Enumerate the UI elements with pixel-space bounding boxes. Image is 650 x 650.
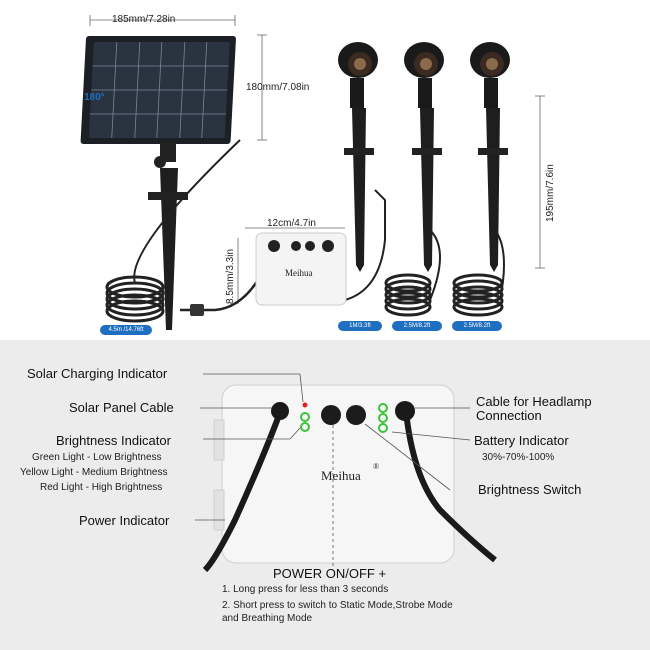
solar-cable-jack <box>271 402 289 420</box>
headlamp-cable-jack <box>395 401 415 421</box>
cable-tag-2-5m-b: 2.5M/8.2ft <box>452 321 502 331</box>
spotlight-2 <box>404 42 444 272</box>
label-brightness-switch: Brightness Switch <box>478 482 582 497</box>
label-battery-levels: 30%-70%-100% <box>482 452 555 463</box>
panel-width-label: 185mm/7.28in <box>112 14 176 25</box>
label-battery-indicator: Battery Indicator <box>474 433 569 448</box>
box-height-label: 8.5mm/3.3in <box>225 248 236 304</box>
label-red-light: Red Light - High Brightness <box>40 482 163 493</box>
cable-tag-1m: 1M/3.3ft <box>338 321 382 331</box>
solar-cable <box>202 416 281 573</box>
brand-logo-large: Meihua <box>321 468 361 483</box>
solar-charging-led <box>302 402 308 408</box>
label-solar-panel-cable: Solar Panel Cable <box>69 400 174 415</box>
label-power-line3: and Breathing Mode <box>222 613 313 624</box>
brand-logo-small: Meihua <box>285 268 313 278</box>
light-height-label: 195mm/7.6in <box>545 164 556 222</box>
label-yellow-light: Yellow Light - Medium Brightness <box>20 467 168 478</box>
panel-height-label: 180mm/7.08in <box>246 82 310 93</box>
control-box-body <box>221 384 455 564</box>
label-headlamp-connection: Connection <box>476 408 542 423</box>
label-headlamp-cable: Cable for Headlamp <box>476 394 592 409</box>
label-green-light: Green Light - Low Brightness <box>32 452 162 463</box>
headlamp-cable <box>404 419 497 563</box>
label-power-title: POWER ON/OFF + <box>273 566 387 581</box>
battery-led-3 <box>378 423 388 433</box>
rotation-label: 180° <box>84 92 105 103</box>
label-brightness-indicator: Brightness Indicator <box>56 433 171 448</box>
label-power-indicator: Power Indicator <box>79 513 170 528</box>
cable-tag-2-5m-a: 2.5M/8.2ft <box>392 321 442 331</box>
control-box-illustration <box>195 373 497 573</box>
control-box-detail: Meihua ® Solar Charging Indicator Solar … <box>0 340 650 650</box>
brightness-switch-button <box>346 405 366 425</box>
label-power-line2: 2. Short press to switch to Static Mode,… <box>222 600 453 611</box>
label-solar-charging-indicator: Solar Charging Indicator <box>27 366 168 381</box>
light-cable-coils <box>384 273 504 317</box>
spotlight-1 <box>338 42 378 272</box>
brightness-led-1 <box>300 412 310 422</box>
product-illustration <box>80 15 545 330</box>
control-box-small <box>255 232 347 306</box>
battery-led-2 <box>378 413 388 423</box>
label-power-line1: 1. Long press for less than 3 seconds <box>222 584 389 595</box>
solar-panel <box>80 36 236 330</box>
box-width-label: 12cm/4.7in <box>267 218 316 229</box>
solar-cable-coil <box>105 275 165 323</box>
power-button <box>321 405 341 425</box>
brightness-led-2 <box>300 422 310 432</box>
battery-led-1 <box>378 403 388 413</box>
cable-tag-solar: 4.5m /14.76ft <box>100 325 152 335</box>
product-overview: 185mm/7.28in 180mm/7.08in 180° 12cm/4.7i… <box>80 14 556 335</box>
spotlight-3 <box>470 42 510 272</box>
